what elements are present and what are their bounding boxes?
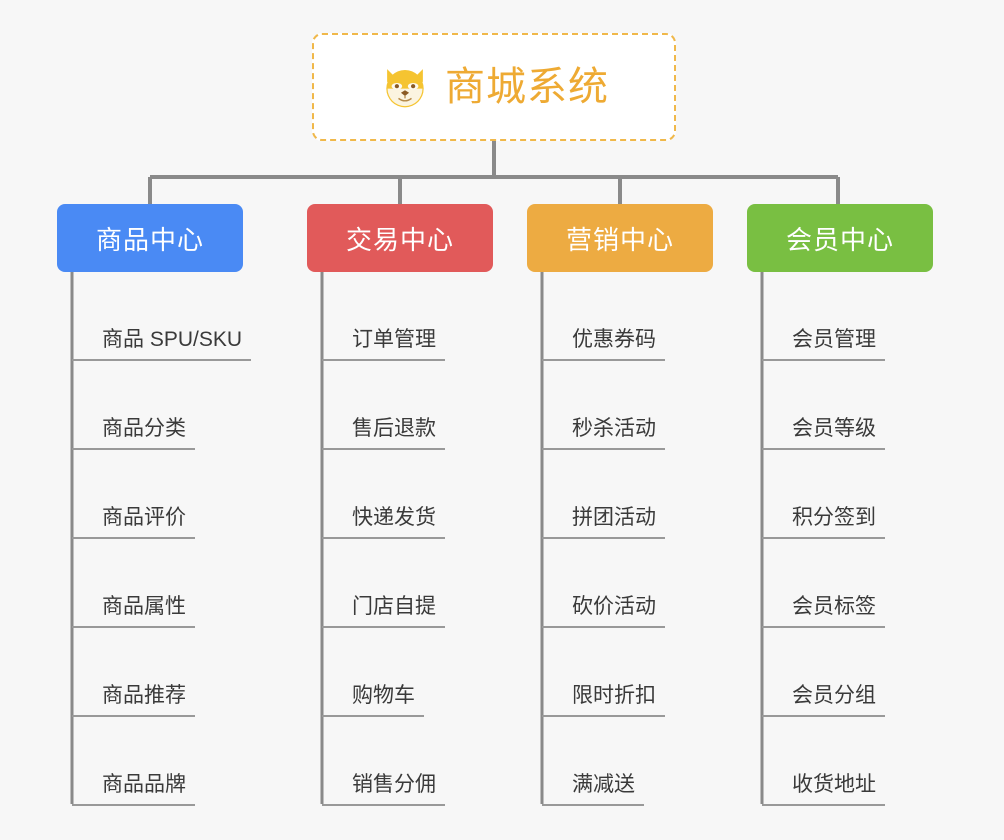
- leaf-item-label: 商品品牌: [72, 772, 195, 806]
- leaf-item-label: 秒杀活动: [542, 416, 665, 450]
- leaf-item-label: 会员分组: [762, 683, 885, 717]
- leaf-item[interactable]: 秒杀活动: [542, 361, 728, 450]
- category-header-2[interactable]: 营销中心: [527, 204, 713, 272]
- leaf-item-label: 门店自提: [322, 594, 445, 628]
- leaf-item-label: 商品分类: [72, 416, 195, 450]
- category-column-0: 商品中心: [57, 204, 243, 272]
- leaf-item-label: 砍价活动: [542, 594, 665, 628]
- leaf-item-label: 订单管理: [322, 327, 445, 361]
- leaf-item[interactable]: 商品属性: [72, 539, 258, 628]
- leaf-item-label: 商品评价: [72, 505, 195, 539]
- leaf-item[interactable]: 快递发货: [322, 450, 508, 539]
- leaf-item-label: 会员管理: [762, 327, 885, 361]
- leaf-item-label: 购物车: [322, 683, 424, 717]
- leaf-item-label: 积分签到: [762, 505, 885, 539]
- category-column-3: 会员中心: [747, 204, 933, 272]
- category-header-3[interactable]: 会员中心: [747, 204, 933, 272]
- leaf-item[interactable]: 拼团活动: [542, 450, 728, 539]
- category-header-1[interactable]: 交易中心: [307, 204, 493, 272]
- leaf-item-label: 商品推荐: [72, 683, 195, 717]
- leaf-item[interactable]: 优惠券码: [542, 272, 728, 361]
- leaf-item[interactable]: 商品分类: [72, 361, 258, 450]
- leaf-item-label: 拼团活动: [542, 505, 665, 539]
- leaf-item-label: 快递发货: [322, 505, 445, 539]
- category-column-2: 营销中心: [527, 204, 713, 272]
- leaf-item-label: 收货地址: [762, 772, 885, 806]
- leaf-item[interactable]: 收货地址: [762, 717, 948, 806]
- leaf-item[interactable]: 砍价活动: [542, 539, 728, 628]
- leaf-item[interactable]: 商品 SPU/SKU: [72, 272, 258, 361]
- leaf-item[interactable]: 购物车: [322, 628, 508, 717]
- leaf-item[interactable]: 售后退款: [322, 361, 508, 450]
- leaf-item[interactable]: 商品评价: [72, 450, 258, 539]
- leaf-item[interactable]: 限时折扣: [542, 628, 728, 717]
- leaf-item-label: 会员标签: [762, 594, 885, 628]
- leaf-item-label: 优惠券码: [542, 327, 665, 361]
- leaf-list-3: 会员管理会员等级积分签到会员标签会员分组收货地址: [762, 272, 948, 806]
- leaf-item-label: 商品 SPU/SKU: [72, 327, 252, 361]
- leaf-item[interactable]: 销售分佣: [322, 717, 508, 806]
- category-header-0[interactable]: 商品中心: [57, 204, 243, 272]
- root-title: 商城系统: [445, 65, 609, 109]
- leaf-item[interactable]: 会员标签: [762, 539, 948, 628]
- leaf-item-label: 销售分佣: [322, 772, 445, 806]
- leaf-item[interactable]: 会员等级: [762, 361, 948, 450]
- leaf-item[interactable]: 门店自提: [322, 539, 508, 628]
- leaf-list-0: 商品 SPU/SKU 商品分类商品评价商品属性商品推荐商品品牌: [72, 272, 258, 806]
- leaf-item[interactable]: 商品品牌: [72, 717, 258, 806]
- leaf-item[interactable]: 会员分组: [762, 628, 948, 717]
- leaf-item-label: 商品属性: [72, 594, 195, 628]
- leaf-item[interactable]: 商品推荐: [72, 628, 258, 717]
- leaf-list-2: 优惠券码秒杀活动拼团活动砍价活动限时折扣满减送: [542, 272, 728, 806]
- leaf-item[interactable]: 满减送: [542, 717, 728, 806]
- leaf-item[interactable]: 订单管理: [322, 272, 508, 361]
- leaf-item-label: 限时折扣: [542, 683, 665, 717]
- leaf-item-label: 会员等级: [762, 416, 885, 450]
- leaf-item[interactable]: 积分签到: [762, 450, 948, 539]
- leaf-item[interactable]: 会员管理: [762, 272, 948, 361]
- leaf-list-1: 订单管理售后退款快递发货门店自提购物车销售分佣: [322, 272, 508, 806]
- leaf-item-label: 满减送: [542, 772, 644, 806]
- root-node[interactable]: 商城系统: [312, 33, 676, 141]
- category-column-1: 交易中心: [307, 204, 493, 272]
- shiba-dog-face-icon: [386, 69, 424, 109]
- leaf-item-label: 售后退款: [322, 416, 445, 450]
